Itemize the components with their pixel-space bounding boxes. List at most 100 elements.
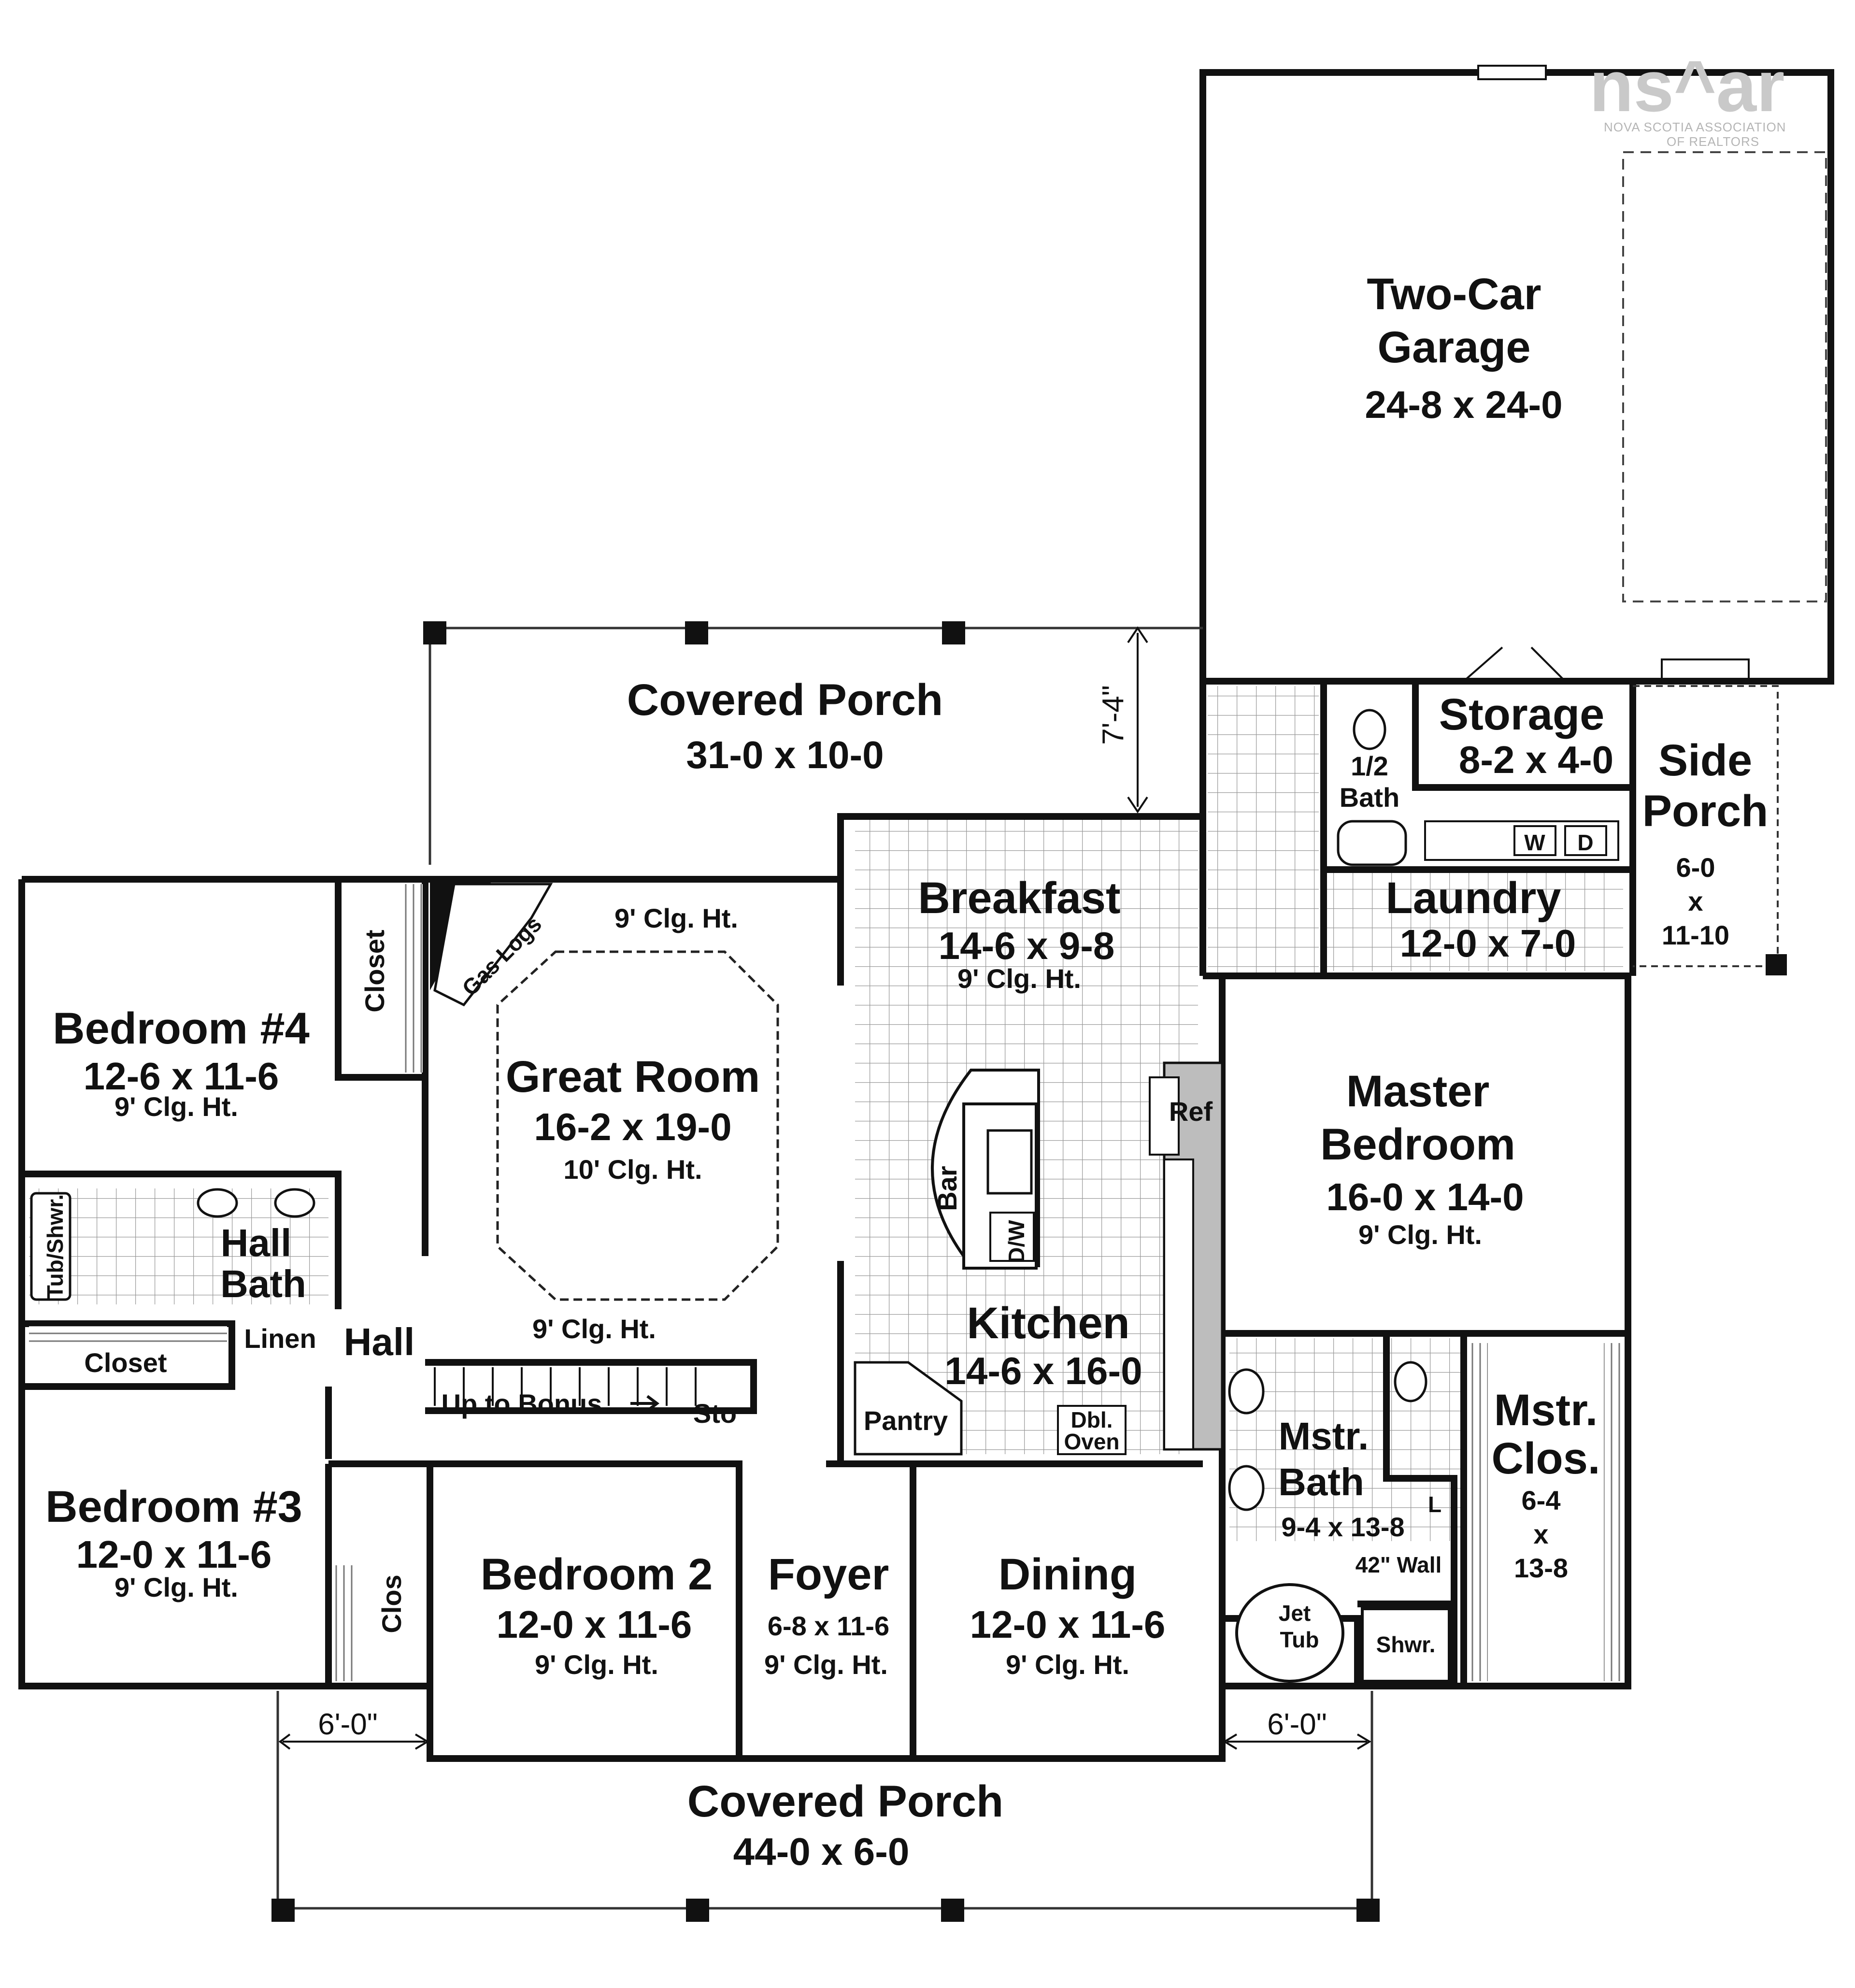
- watermark-org2: OF REALTORS: [1667, 134, 1759, 149]
- porch-post: [941, 1899, 964, 1922]
- mstr-toilet: [1394, 1361, 1427, 1402]
- oven-label-1: Dbl.: [1071, 1407, 1113, 1432]
- porch-post: [1356, 1899, 1380, 1922]
- dryer: [1564, 825, 1607, 856]
- mstr-bath-name-2: Bath: [1278, 1460, 1364, 1503]
- garage-walls: [1199, 69, 1834, 685]
- linen-l-label: L: [1428, 1492, 1441, 1517]
- hall-tub: [30, 1192, 71, 1301]
- mstr-closet-name-1: Mstr.: [1494, 1386, 1598, 1435]
- mstr-closet-dims-3: 13-8: [1514, 1553, 1568, 1583]
- hall-label: Hall: [344, 1320, 415, 1363]
- garage-dims: 24-8 x 24-0: [1365, 383, 1562, 426]
- mstr-sink-2: [1228, 1465, 1265, 1511]
- stairs-label: Up to Bonus: [442, 1388, 602, 1419]
- mstr-bath-dims: 9-4 x 13-8: [1281, 1512, 1404, 1542]
- oven-label-2: Oven: [1064, 1429, 1119, 1454]
- bedroom2-ceiling: 9' Clg. Ht.: [535, 1649, 658, 1680]
- porch-post: [686, 1899, 709, 1922]
- half-bath-name-1: 1/2: [1351, 751, 1388, 781]
- bedroom2-name: Bedroom 2: [481, 1550, 713, 1599]
- refrigerator: [1149, 1076, 1180, 1156]
- laundry-tile: [1324, 870, 1623, 971]
- bedroom4-closet: Closet: [359, 930, 390, 1012]
- pantry-walls: [854, 1361, 963, 1456]
- bedroom2-dims: 12-0 x 11-6: [497, 1603, 692, 1646]
- ref-label: Ref: [1169, 1096, 1213, 1127]
- mstr-closet-rod-left: [1469, 1343, 1488, 1681]
- half-bath-sink: [1337, 820, 1407, 866]
- stairs-storage: Sto: [693, 1398, 737, 1429]
- master-name-2: Bedroom: [1320, 1120, 1515, 1169]
- side-porch-name-2: Porch: [1642, 787, 1769, 836]
- closet-rod-b3: [29, 1326, 227, 1345]
- great-room-ceiling-bottom: 9' Clg. Ht.: [532, 1314, 656, 1344]
- mstr-closet-name-2: Clos.: [1492, 1434, 1600, 1483]
- kitchen-dims: 14-6 x 16-0: [944, 1349, 1142, 1392]
- washer: [1513, 825, 1556, 856]
- mstr-closet-dims-2: x: [1533, 1519, 1548, 1549]
- front-porch-right-ext: 6'-0": [1267, 1708, 1327, 1741]
- great-room-name: Great Room: [506, 1052, 760, 1101]
- side-porch-dims-1: 6-0: [1676, 852, 1715, 883]
- porch-depth-dimension: [1127, 626, 1148, 814]
- storage-dims: 8-2 x 4-0: [1459, 738, 1613, 781]
- hall-sink-2: [274, 1188, 315, 1218]
- linen-label: Linen: [244, 1323, 316, 1354]
- great-room-ceiling-top: 9' Clg. Ht.: [614, 903, 738, 933]
- bedroom4-name: Bedroom #4: [53, 1004, 310, 1053]
- rear-porch-name: Covered Porch: [627, 675, 943, 725]
- closet-rod-b4: [401, 884, 423, 1073]
- rear-porch-depth: 7'-4": [1097, 685, 1130, 744]
- dining-name: Dining: [999, 1550, 1137, 1599]
- stairs-arrow: [630, 1395, 659, 1412]
- garage-parking-outline: [1622, 151, 1827, 602]
- side-porch-outline: [1633, 685, 1779, 967]
- breakfast-dims: 14-6 x 9-8: [939, 924, 1115, 967]
- jet-tub-label-2: Tub: [1280, 1627, 1319, 1652]
- side-porch-dims-3: 11-10: [1662, 920, 1729, 950]
- garage-name-1: Two-Car: [1367, 270, 1541, 319]
- dw-label: D/W: [1004, 1220, 1029, 1263]
- breakfast-ceiling: 9' Clg. Ht.: [957, 963, 1081, 994]
- laundry-name: Laundry: [1386, 873, 1561, 923]
- front-porch-name: Covered Porch: [687, 1777, 1003, 1826]
- hall-bath-tub: Tub/Shwr.: [43, 1194, 68, 1299]
- porch-left-dimension: [278, 1733, 429, 1750]
- hall-sink-1: [197, 1188, 238, 1218]
- garage-door-swing: [1463, 646, 1566, 682]
- great-room-dims: 16-2 x 19-0: [534, 1105, 731, 1148]
- front-porch-dims: 44-0 x 6-0: [733, 1830, 910, 1873]
- watermark-org: NOVA SCOTIA ASSOCIATION: [1604, 120, 1786, 134]
- porch-post: [271, 1899, 295, 1922]
- kitchen-name: Kitchen: [967, 1299, 1129, 1348]
- shower: [1361, 1607, 1451, 1683]
- bedroom3-name: Bedroom #3: [45, 1482, 302, 1531]
- bedroom4-dims: 12-6 x 11-6: [84, 1055, 279, 1098]
- porch-post: [685, 621, 708, 644]
- great-room-ceiling: 10' Clg. Ht.: [563, 1154, 702, 1185]
- laundry-dims: 12-0 x 7-0: [1400, 922, 1576, 965]
- hall-bath-name-2: Bath: [220, 1262, 306, 1305]
- watermark-logo: ns^ar: [1589, 45, 1784, 127]
- double-oven: [1057, 1405, 1127, 1455]
- mstr-bath-name-1: Mstr.: [1279, 1415, 1369, 1458]
- dryer-label: D: [1577, 830, 1593, 855]
- jet-tub: [1235, 1583, 1344, 1683]
- bedroom3-closet-label: Closet: [84, 1347, 167, 1378]
- porch-right-dimension: [1223, 1733, 1371, 1750]
- half-bath-toilet: [1353, 709, 1386, 750]
- dishwasher: [989, 1212, 1035, 1262]
- mstr-closet-dims-1: 6-4: [1522, 1485, 1561, 1516]
- bedroom4-ceiling: 9' Clg. Ht.: [114, 1091, 238, 1122]
- front-porch-left-ext: 6'-0": [318, 1708, 377, 1741]
- master-ceiling: 9' Clg. Ht.: [1358, 1219, 1482, 1250]
- closet-rod-clos: [333, 1565, 357, 1681]
- half-bath-name-2: Bath: [1340, 782, 1399, 813]
- bedroom3-ceiling: 9' Clg. Ht.: [114, 1572, 238, 1602]
- foyer-name: Foyer: [768, 1550, 889, 1599]
- counter-top: [1163, 1158, 1194, 1450]
- rear-porch-dims: 31-0 x 10-0: [686, 733, 884, 776]
- porch-post: [942, 621, 965, 644]
